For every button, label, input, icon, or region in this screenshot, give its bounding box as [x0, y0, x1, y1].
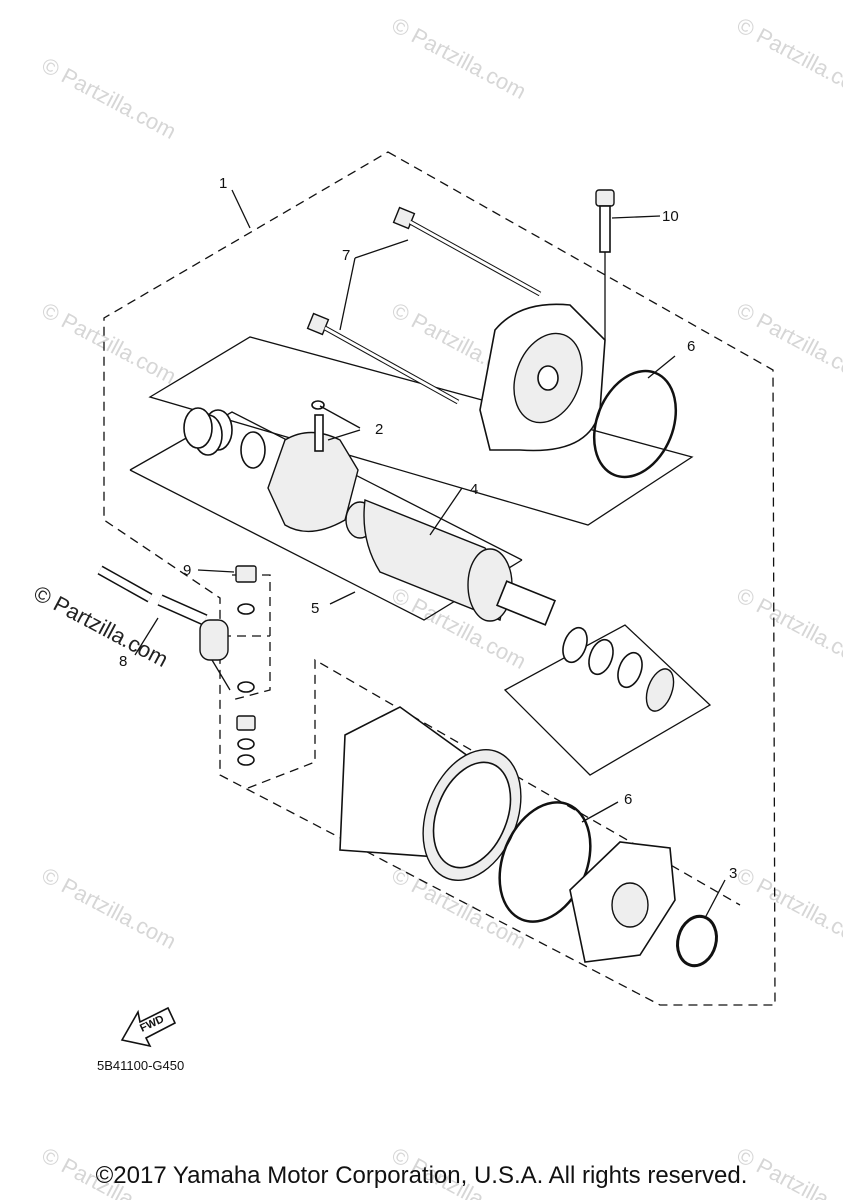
copyright-notice: ©2017 Yamaha Motor Corporation, U.S.A. A… [95, 1162, 748, 1189]
callout-9[interactable]: 9 [183, 562, 191, 579]
watermark: © Partzilla.com [733, 862, 843, 954]
leader-lines [134, 189, 726, 919]
part-7-through-bolt-upper[interactable] [392, 206, 542, 297]
brush-group-plane [129, 411, 523, 561]
callout-3[interactable]: 3 [729, 865, 737, 882]
watermark: © Partzilla.com [733, 12, 843, 104]
yoke-subgroup-boundary [247, 658, 741, 906]
part-yoke-housing[interactable] [339, 706, 539, 895]
part-9-nut-washer-set[interactable] [235, 565, 257, 766]
callout-4[interactable]: 4 [470, 481, 478, 498]
callout-1[interactable]: 1 [219, 175, 227, 192]
callout-10[interactable]: 10 [662, 208, 679, 225]
watermark: © Partzilla.com [38, 52, 181, 144]
callout-5[interactable]: 5 [311, 600, 319, 617]
terminal-subgroup-boundary [231, 574, 271, 701]
callout-7[interactable]: 7 [342, 247, 350, 264]
part-7-through-bolt-lower[interactable] [306, 312, 460, 405]
part-rear-cover[interactable] [479, 303, 606, 452]
part-3-o-ring[interactable] [672, 912, 722, 970]
rear-group-plane [148, 336, 694, 526]
callout-2[interactable]: 2 [375, 421, 383, 438]
part-4-armature[interactable] [345, 499, 557, 626]
callout-8[interactable]: 8 [119, 653, 127, 670]
watermark: © Partzilla.com [733, 297, 843, 389]
reference-code: 5B41100-G450 [97, 1058, 184, 1073]
callout-6a[interactable]: 6 [687, 338, 695, 355]
watermark: © Partzilla.com [388, 12, 531, 104]
fwd-arrow-icon: FWD [120, 1006, 177, 1048]
watermark: © Partzilla.com [38, 297, 181, 389]
part-front-cover[interactable] [569, 841, 676, 963]
part-6-o-ring-upper[interactable] [579, 359, 691, 489]
assembly-boundary [103, 151, 776, 1006]
watermark: © Partzilla.com [38, 862, 181, 954]
part-2-brush-holder[interactable] [183, 400, 359, 533]
watermark: © Partzilla.com [733, 582, 843, 674]
part-10-bolt[interactable] [595, 189, 615, 340]
callout-6b[interactable]: 6 [624, 791, 632, 808]
part-5-washer-stack[interactable] [559, 624, 679, 714]
part-8-lead-wire[interactable] [97, 565, 231, 691]
